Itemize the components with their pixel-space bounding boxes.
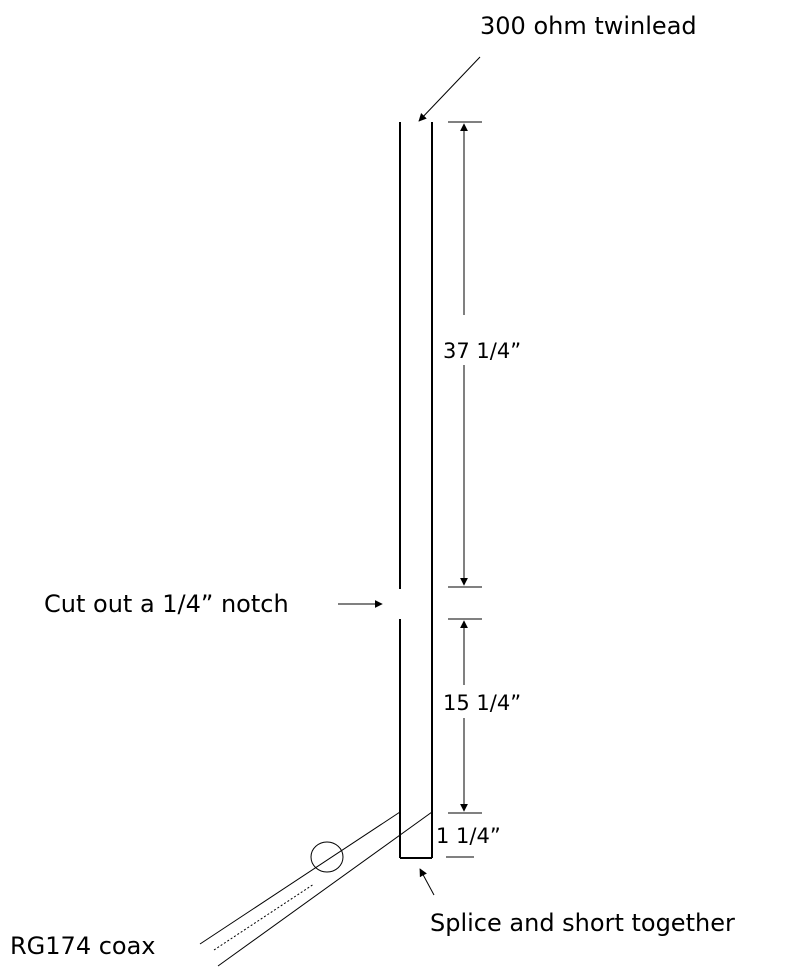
coax-cable bbox=[199, 811, 433, 967]
dimension-upper-label: 37 1/4” bbox=[443, 339, 521, 363]
dimension-bottom: 1 1/4” bbox=[436, 824, 501, 858]
coax-label: RG174 coax bbox=[10, 932, 156, 960]
twinlead-label: 300 ohm twinlead bbox=[480, 12, 697, 40]
dimension-bottom-label: 1 1/4” bbox=[436, 824, 501, 848]
splice-arrow bbox=[419, 868, 435, 896]
splice-label: Splice and short together bbox=[430, 909, 735, 937]
dimension-middle-label: 15 1/4” bbox=[443, 691, 521, 715]
notch-label: Cut out a 1/4” notch bbox=[44, 590, 289, 618]
dimension-upper: 37 1/4” bbox=[443, 121, 521, 588]
dimension-middle: 15 1/4” bbox=[443, 618, 521, 814]
twinlead-arrow bbox=[418, 56, 481, 122]
